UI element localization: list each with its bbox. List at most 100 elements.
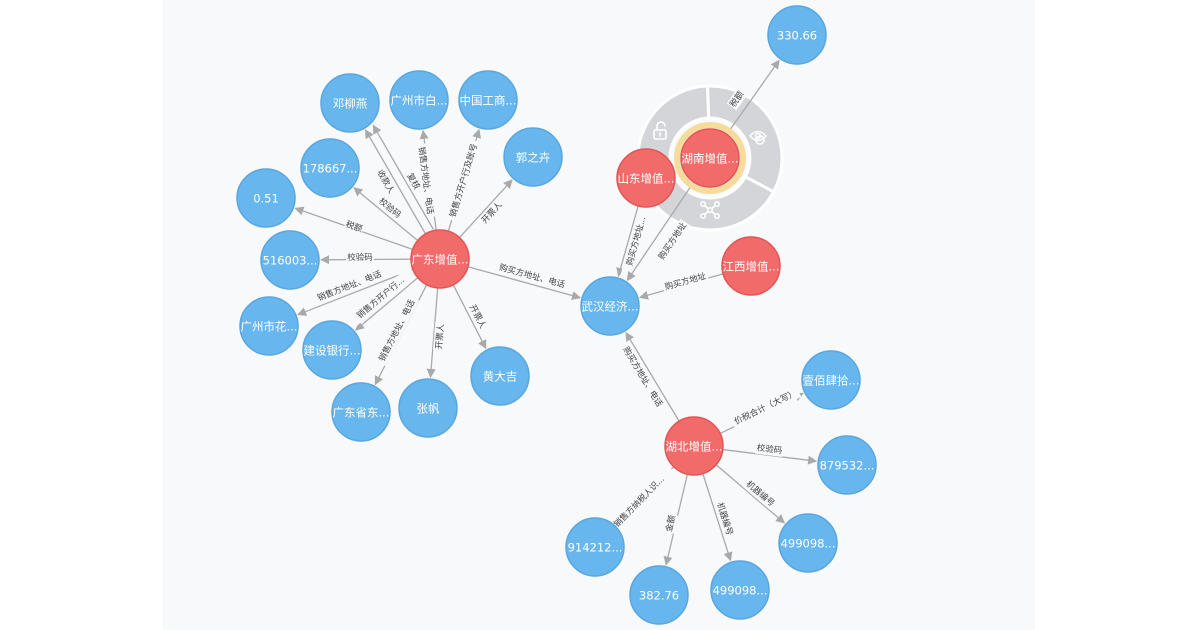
edge-label-bg [312,267,386,306]
edge-gd-n051[interactable]: 税额 [294,206,413,251]
node-circle[interactable] [565,517,625,577]
edge-sd-wh[interactable]: 购买方地址... [616,203,653,279]
expand-network-icon[interactable] [700,201,720,219]
node-circle[interactable] [236,168,296,228]
node-label: 879532... [820,459,875,473]
node-circle[interactable] [710,560,770,620]
edge-gd-zhangfan[interactable]: 开票人 [426,287,448,379]
edge-line [364,129,427,235]
edge-label: 购买方地址、电话 [498,262,567,291]
graph-node-wh[interactable]: 武汉经济... [580,276,640,336]
graph-node-n914212[interactable]: 914212... [565,517,625,577]
graph-canvas[interactable]: 收款人销售方地址、电话销售方开户行及账号开票人校验码税额校验码销售方地址、电话销… [163,0,1035,630]
edge-label: 校验码 [347,252,373,263]
node-label: 郭之卉 [516,151,551,165]
edge-label: 价税合计（大写） [733,388,799,427]
graph-node-n051[interactable]: 0.51 [236,168,296,228]
edge-hb-n499098b[interactable]: 机器编号 [702,473,737,562]
edge-label: 购买方地址 [664,271,708,293]
edge-label: 购买方地址、电话 [620,345,665,409]
node-circle[interactable] [458,70,518,130]
graph-node-jx[interactable]: 江西增值... [721,236,781,296]
graph-node-n879532[interactable]: 879532... [817,435,877,495]
graph-node-n38276[interactable]: 382.76 [629,565,689,625]
edge-line [452,284,487,350]
node-circle[interactable] [389,70,449,130]
node-circle[interactable] [239,296,299,356]
graph-node-gdsd[interactable]: 广东省东... [331,382,391,442]
graph-node-gd[interactable]: 广东增值... [410,229,470,289]
selection-ring [674,122,746,194]
edge-line [625,331,680,422]
node-circle[interactable] [680,128,740,188]
knowledge-graph[interactable]: 收款人销售方地址、电话销售方开户行及账号开票人校验码税额校验码销售方地址、电话销… [163,0,1035,630]
node-label: 178667... [303,162,358,176]
graph-node-dengliuyan[interactable]: 邓柳燕 [320,73,380,133]
graph-node-n499098b[interactable]: 499098... [710,560,770,620]
graph-node-sd[interactable]: 山东增值... [616,148,676,208]
node-circle[interactable] [664,416,724,476]
edge-line [467,266,581,300]
menu-segment-unlock-icon[interactable] [705,84,784,194]
node-circle[interactable] [470,346,530,406]
edge-hb-n879532[interactable]: 校验码 [722,441,818,465]
edge-label-bg [478,198,506,227]
graph-node-n499098a[interactable]: 499098... [778,513,838,573]
edge-gd-zggs[interactable]: 销售方开户行及账号 [446,128,482,232]
node-label: 邓柳燕 [333,97,368,111]
graph-node-n516003[interactable]: 516003... [260,230,320,290]
node-circle[interactable] [767,5,827,65]
node-label: 中国工商... [460,94,517,108]
node-circle[interactable] [778,513,838,573]
edge-gd-n516003[interactable]: 校验码 [320,251,412,265]
graph-node-jsyh[interactable]: 建设银行... [302,320,362,380]
edge-gd-wh[interactable]: 购买方地址、电话 [467,260,581,300]
node-label: 张帆 [417,402,440,416]
node-circle[interactable] [721,236,781,296]
edge-label-bg [403,170,424,193]
node-circle[interactable] [300,138,360,198]
node-circle[interactable] [580,276,640,336]
edge-line [626,181,695,282]
unlock-icon[interactable] [653,121,667,140]
graph-node-hn[interactable]: 湖南增值... [674,122,746,194]
graph-node-hb[interactable]: 湖北增值... [664,416,724,476]
node-circle[interactable] [817,435,877,495]
edge-gd-huangdaji[interactable]: 开票人 [452,284,490,350]
eye-hide-icon[interactable] [749,130,767,145]
graph-node-zhangfan[interactable]: 张帆 [398,378,458,438]
edge-hb-n38276[interactable]: 金额 [662,474,689,566]
graph-node-n33066[interactable]: 330.66 [767,5,827,65]
graph-node-zggs[interactable]: 中国工商... [458,70,518,130]
graph-node-n178667[interactable]: 178667... [300,138,360,198]
graph-node-gzhua[interactable]: 广州市花... [239,296,299,356]
edge-label: 机器编号 [744,479,777,509]
node-circle[interactable] [320,73,380,133]
node-label: 广东增值... [412,253,469,267]
graph-node-guozhiqi[interactable]: 郭之卉 [503,127,563,187]
node-circle[interactable] [260,230,320,290]
node-label: 330.66 [777,29,817,43]
edge-label: 金额 [663,514,678,534]
edge-gd-dengliuyan[interactable]: 复核 [372,124,434,230]
node-label: 湖南增值... [682,152,739,166]
edge-label-bg [729,386,802,429]
node-circle[interactable] [801,350,861,410]
edge-jx-wh[interactable]: 购买方地址 [638,269,724,300]
graph-node-ybsl[interactable]: 壹佰肆拾... [801,350,861,410]
node-circle[interactable] [629,565,689,625]
node-label: 广州市白... [391,94,448,108]
graph-node-huangdaji[interactable]: 黄大吉 [470,346,530,406]
node-circle[interactable] [331,382,391,442]
edge-label-bg [755,441,784,458]
node-circle[interactable] [398,378,458,438]
node-circle[interactable] [302,320,362,380]
graph-node-gzbai[interactable]: 广州市白... [389,70,449,130]
edge-hb-wh[interactable]: 购买方地址、电话 [618,331,680,422]
edge-hb-ybsl[interactable]: 价税合计（大写） [719,386,804,434]
node-label: 499098... [713,584,768,598]
edge-hn-n33066[interactable]: 税额 [726,59,780,135]
node-circle[interactable] [503,127,563,187]
node-circle[interactable] [616,148,676,208]
node-circle[interactable] [410,229,470,289]
